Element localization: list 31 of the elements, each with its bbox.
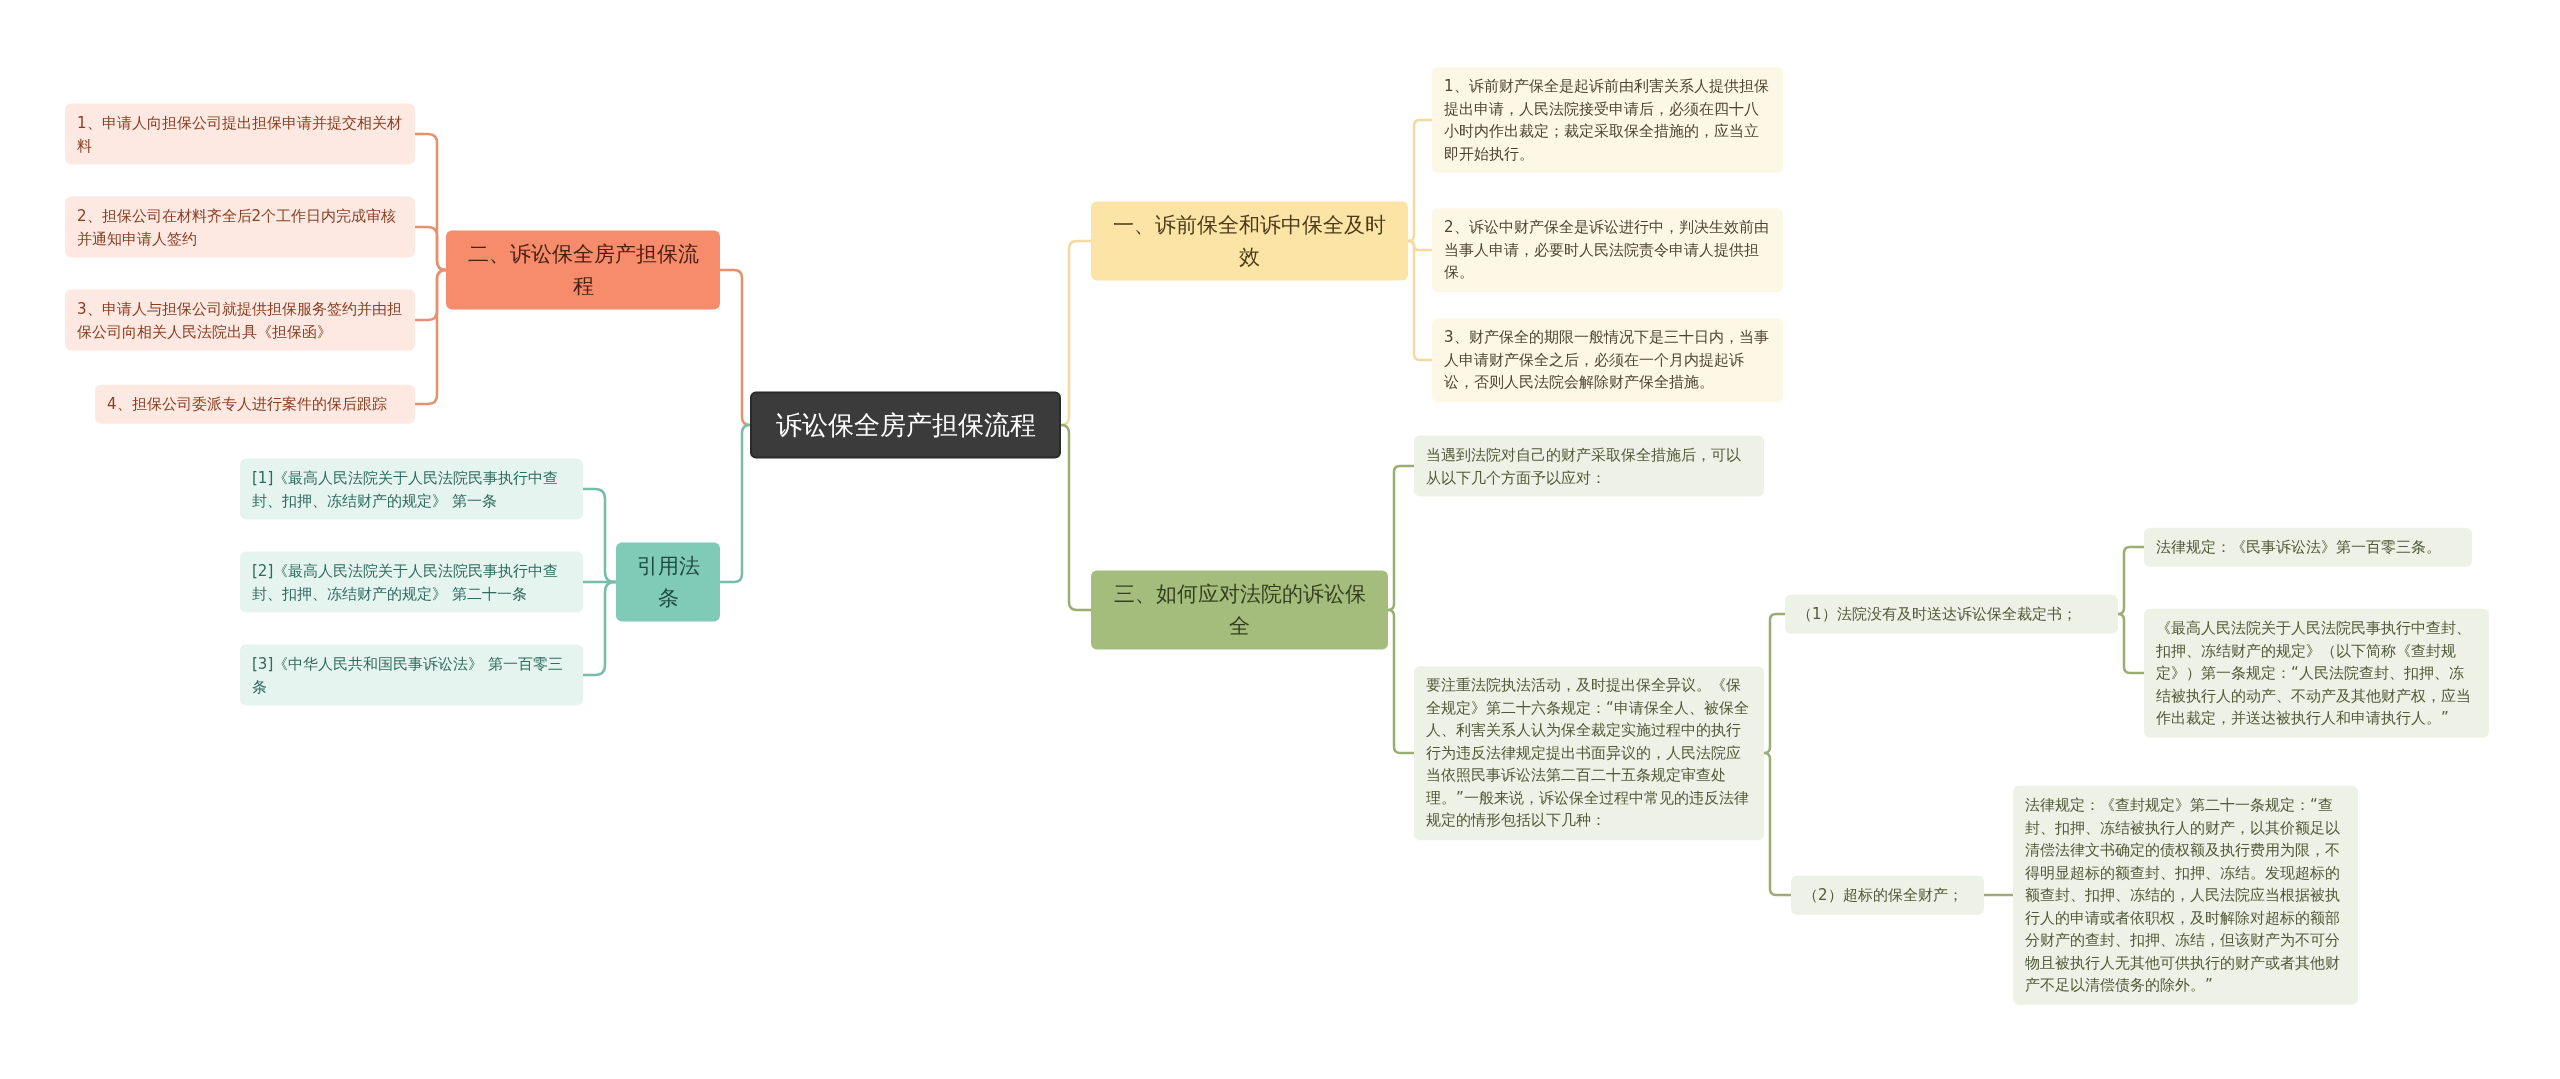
branch-topic: 三、如何应对法院的诉讼保全 [1091, 570, 1388, 650]
subtopic-card: 法律规定：《民事诉讼法》第一百零三条。 [2144, 527, 2472, 567]
connector-line [1762, 751, 1791, 897]
branch-topic: 一、诉前保全和诉中保全及时效 [1091, 201, 1408, 281]
subtopic-card: 3、财产保全的期限一般情况下是三十日内，当事人申请财产保全之后，必须在一个月内提起诉讼，否则人民法院会解除财产保全措施。 [1432, 318, 1783, 402]
subtopic-card: 4、担保公司委派专人进行案件的保后跟踪 [95, 384, 415, 424]
subtopic-card: 2、担保公司在材料齐全后2个工作日内完成审核并通知申请人签约 [65, 196, 415, 258]
subtopic-card: [2]《最高人民法院关于人民法院民事执行中查封、扣押、冻结财产的规定》 第二十一条 [240, 551, 583, 613]
subtopic-card: 1、申请人向担保公司提出担保申请并提交相关材料 [65, 103, 415, 165]
central-topic: 诉讼保全房产担保流程 [750, 391, 1061, 459]
branch-topic: 二、诉讼保全房产担保流程 [446, 230, 720, 310]
connector-line [720, 423, 752, 584]
connector-line [1984, 893, 2013, 897]
subtopic-card: 《最高人民法院关于人民法院民事执行中查封、扣押、冻结财产的规定》（以下简称《查封规定》）第一条规定：“人民法院查封、扣押、冻结被执行人的动产、不动产及其他财产权，应当作出裁定，并送达被执行人和申请执行人。” [2144, 608, 2489, 738]
connector-line [415, 268, 448, 406]
subtopic-card: [3]《中华人民共和国民事诉讼法》 第一百零三条 [240, 644, 583, 706]
subtopic-card: 当遇到法院对自己的财产采取保全措施后，可以从以下几个方面予以应对： [1414, 435, 1764, 497]
subtopic-card: （2）超标的保全财产； [1791, 875, 1984, 915]
connector-line [583, 580, 617, 677]
branch-topic: 引用法条 [616, 542, 720, 622]
connector-line [2116, 612, 2144, 675]
subtopic-card: （1）法院没有及时送达诉讼保全裁定书； [1785, 594, 2118, 634]
connector-line [1406, 239, 1432, 362]
subtopic-card: 3、申请人与担保公司就提供担保服务签约并由担保公司向相关人民法院出具《担保函》 [65, 289, 415, 351]
subtopic-card: 法律规定：《查封规定》第二十一条规定：“查封、扣押、冻结被执行人的财产，以其价额足以清偿法律文书确定的债权额及执行费用为限，不得明显超标的额查封、扣押、冻结。发现超标的额查封、扣押、冻结的，人民法院应当根据被执行人的申请或者依职权，及时解除对超标的额部分财产的查封、扣押、冻结，但该财产为不可分物且被执行人无其他可供执行的财产或者其他财产不足以清偿债务的除外。” [2013, 785, 2358, 1005]
subtopic-card: [1]《最高人民法院关于人民法院民事执行中查封、扣押、冻结财产的规定》 第一条 [240, 458, 583, 520]
subtopic-card: 要注重法院执法活动，及时提出保全异议。《保全规定》第二十六条规定：“申请保全人、被保全人、利害关系人认为保全裁定实施过程中的执行行为违反法律规定提出书面异议的，人民法院应当依照民事诉讼法第二百二十五条规定审查处理。”一般来说，诉讼保全过程中常见的违反法律规定的情形包括以下几种： [1414, 666, 1764, 840]
subtopic-card: 1、诉前财产保全是起诉前由利害关系人提供担保提出申请，人民法院接受申请后，必须在四十八小时内作出裁定；裁定采取保全措施的，应当立即开始执行。 [1432, 67, 1783, 173]
connector-line [1386, 608, 1414, 755]
subtopic-card: 2、诉讼中财产保全是诉讼进行中，判决生效前由当事人申请，必要时人民法院责令申请人提供担保。 [1432, 208, 1783, 292]
connector-line [1059, 423, 1091, 612]
